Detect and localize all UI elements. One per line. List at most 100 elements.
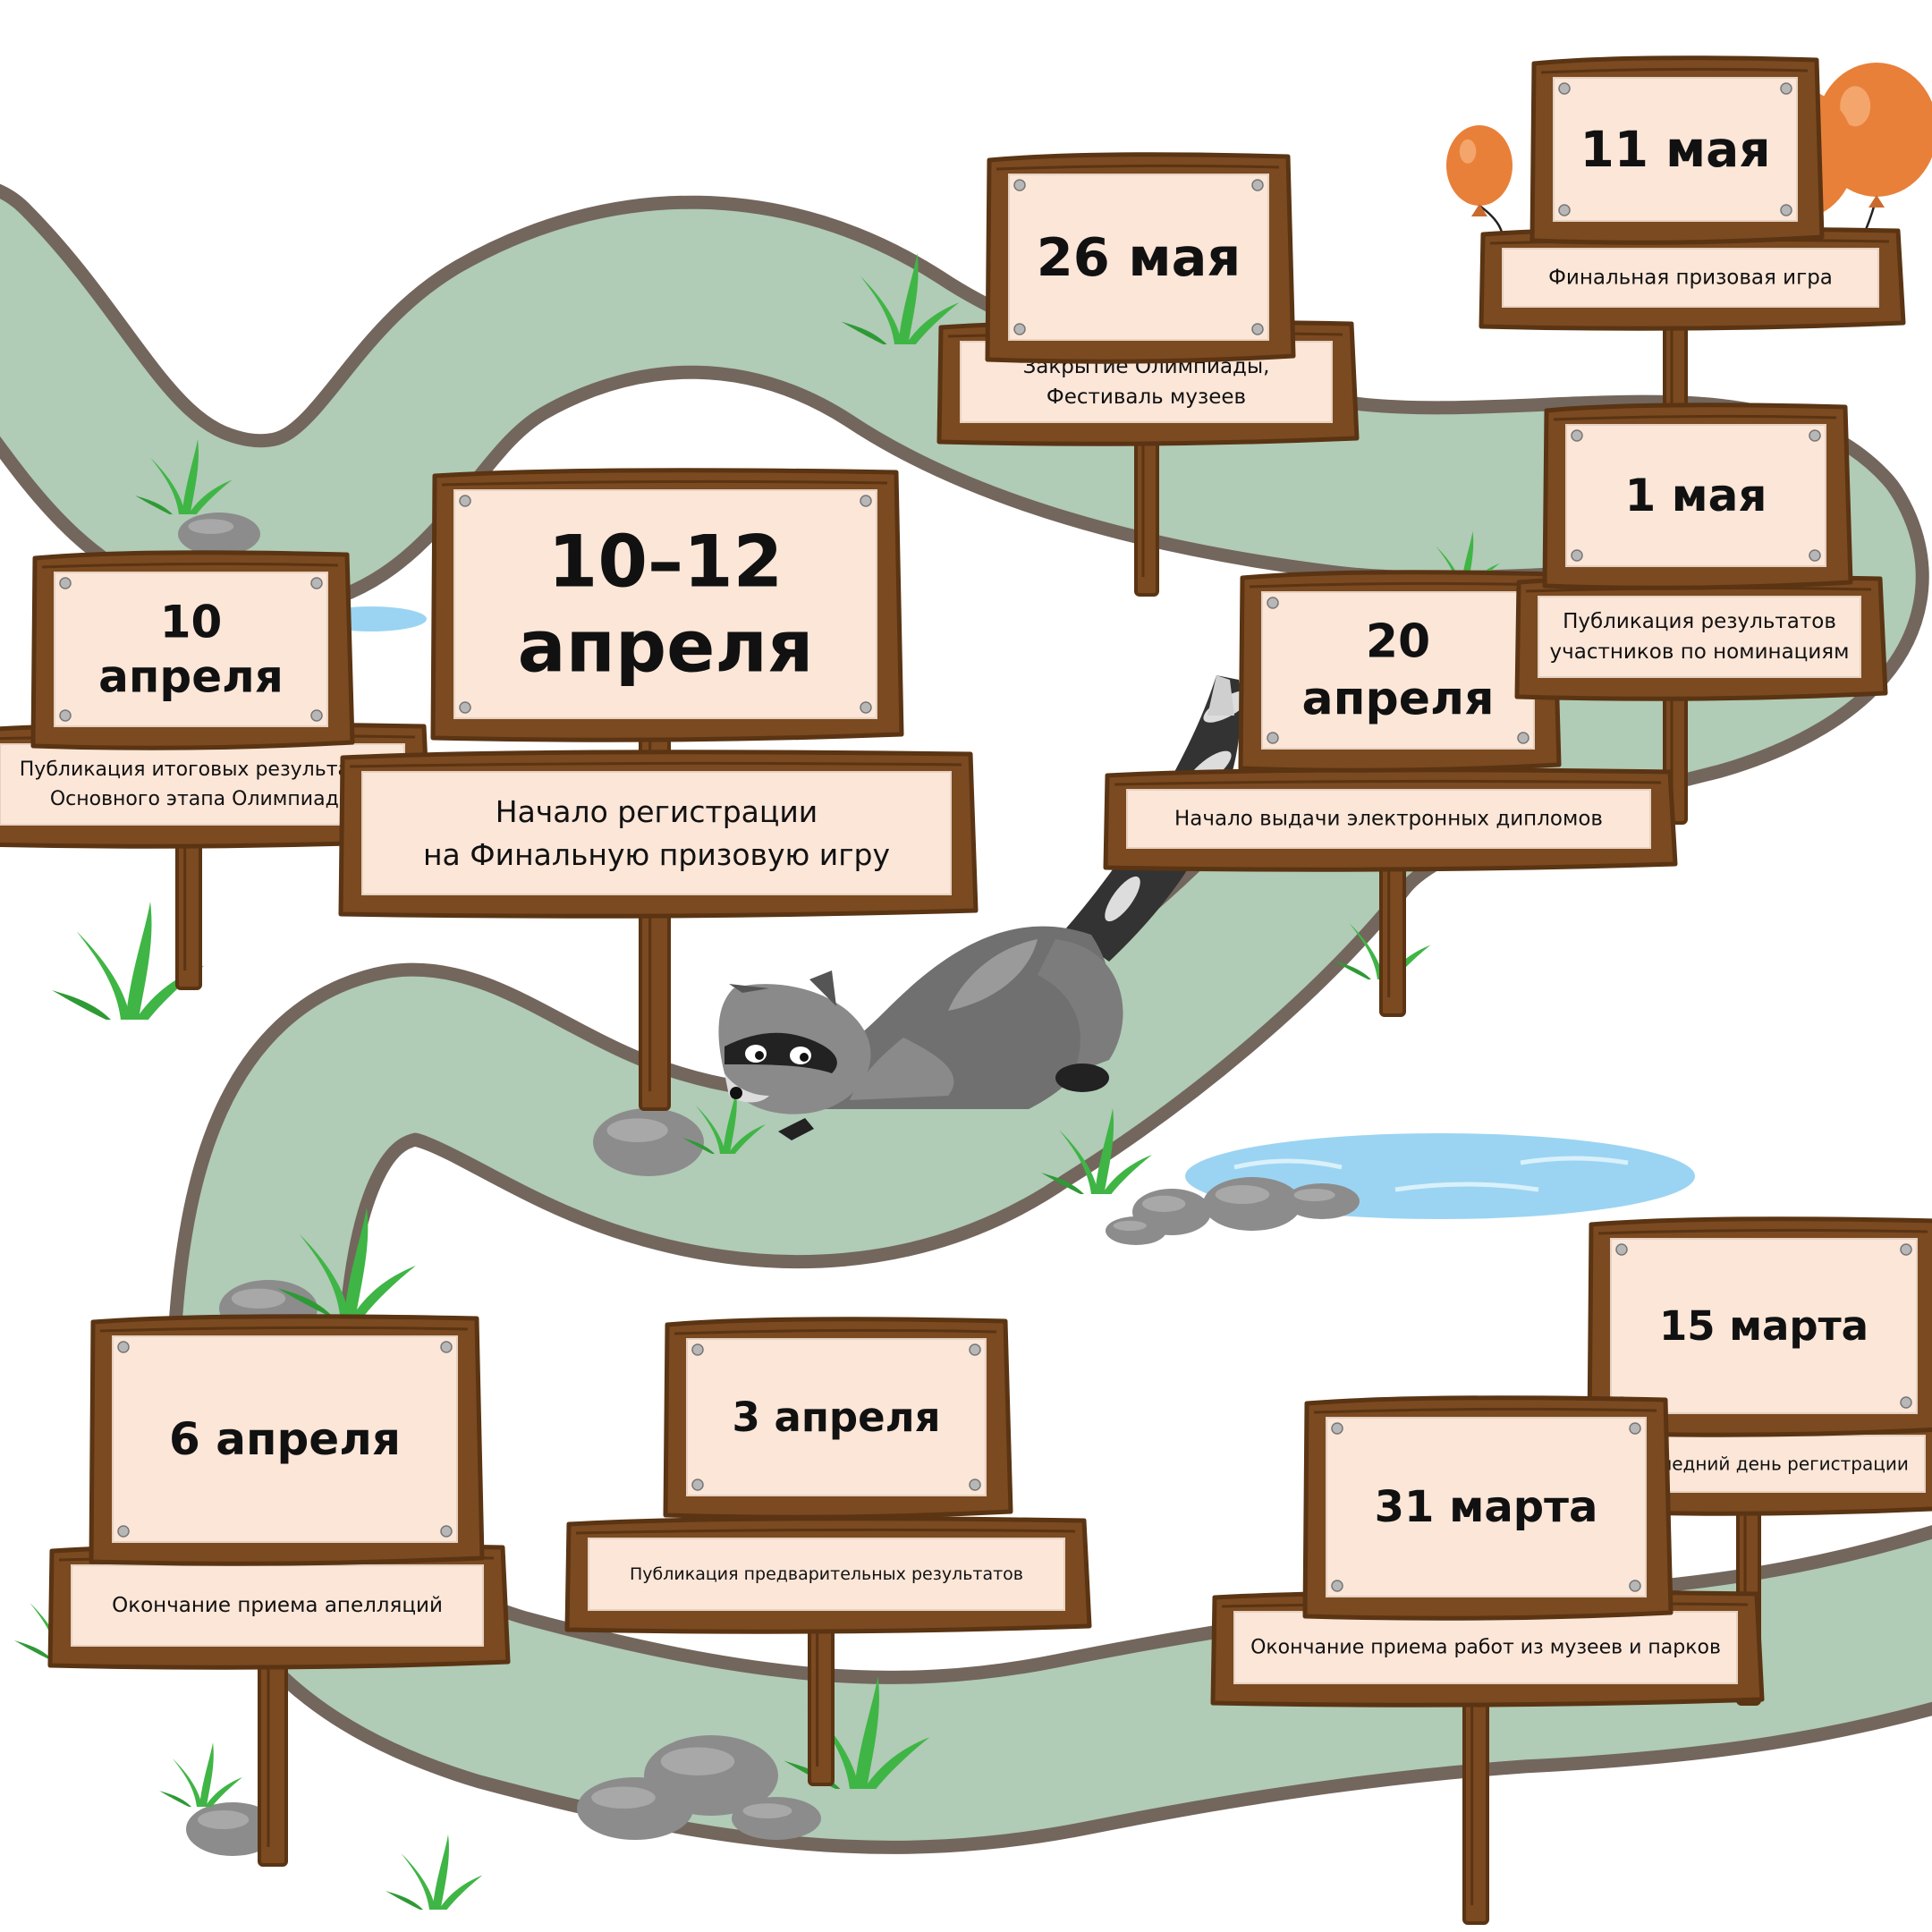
- balloon-knot: [1868, 195, 1885, 208]
- nail: [1571, 549, 1583, 562]
- nail: [59, 577, 72, 589]
- caption-text: Основного этапа Олимпиады: [50, 788, 354, 810]
- sign-plaque: [1261, 591, 1535, 750]
- nail: [1629, 1422, 1641, 1435]
- caption-text: Начало регистрации: [496, 794, 818, 829]
- nail: [1013, 323, 1026, 335]
- wood-grain: [1114, 779, 1662, 786]
- stone-highlight: [1113, 1220, 1147, 1231]
- nail: [1267, 732, 1279, 744]
- nail: [969, 1343, 981, 1356]
- date-text: 11 мая: [1580, 121, 1770, 178]
- stone-highlight: [1215, 1185, 1270, 1204]
- date-text: 20: [1366, 615, 1430, 669]
- sign-plaque: [1326, 1417, 1647, 1597]
- stone: [732, 1797, 821, 1840]
- nail: [1809, 549, 1821, 562]
- grass-tuft: [386, 1835, 483, 1910]
- wood-grain: [996, 164, 1280, 171]
- milestone-apr3: Публикация предварительных результатов3 …: [564, 1317, 1092, 1634]
- caption-text: участников по номинациям: [1550, 640, 1850, 664]
- wood-grain: [1540, 67, 1809, 74]
- stone-highlight: [1293, 1189, 1335, 1201]
- sign-plaque: [1565, 424, 1826, 567]
- stone-highlight: [1142, 1195, 1186, 1212]
- wood-grain: [674, 1328, 997, 1335]
- sign-plaque: [361, 771, 952, 895]
- stone: [178, 513, 260, 555]
- raccoon-tail-tip: [1208, 675, 1234, 716]
- nail: [1900, 1396, 1912, 1409]
- caption-sign: Начало выдачи электронных дипломов: [1103, 767, 1678, 872]
- balloon-knot: [1471, 204, 1487, 216]
- grass-tuft: [135, 439, 233, 514]
- wood-grain: [349, 761, 962, 768]
- wood-grain: [1553, 414, 1837, 421]
- caption-sign: Публикация результатов участников по номи…: [1514, 574, 1888, 701]
- wood-grain: [99, 1326, 469, 1333]
- raccoon-mask: [724, 1032, 837, 1073]
- nail: [1780, 204, 1792, 216]
- wood-grain: [1249, 581, 1546, 589]
- sign-plaque: [1553, 77, 1798, 222]
- stone: [593, 1108, 704, 1176]
- nail: [117, 1341, 130, 1353]
- decorations: [14, 253, 1695, 1910]
- raccoon-front-leg: [850, 1038, 954, 1100]
- grass-tuft: [841, 253, 960, 344]
- nail: [1558, 204, 1571, 216]
- caption-text: Публикация результатов: [1563, 610, 1836, 633]
- nail: [1251, 179, 1264, 191]
- stone: [1106, 1216, 1166, 1245]
- sign-plaque: [1610, 1238, 1918, 1414]
- date-sign: 1 мая: [1542, 402, 1853, 590]
- raccoon-body-highlight: [948, 939, 1038, 1011]
- grass-tuft: [682, 1089, 766, 1154]
- date-sign: 3 апреля: [663, 1317, 1013, 1520]
- date-text: 10: [160, 597, 223, 648]
- balloon-shine: [1840, 86, 1871, 127]
- wood-grain: [1597, 1228, 1928, 1235]
- wood-grain: [441, 479, 888, 487]
- nail: [1900, 1243, 1912, 1256]
- date-text: 1 мая: [1625, 470, 1767, 521]
- raccoon-ear: [729, 984, 769, 993]
- nail: [860, 495, 872, 507]
- nail: [1615, 1243, 1628, 1256]
- milestone-may1: Публикация результатов участников по номи…: [1514, 402, 1888, 701]
- balloon-shine: [1459, 139, 1477, 164]
- stone-highlight: [591, 1786, 656, 1809]
- stone-highlight: [742, 1803, 792, 1818]
- nail: [1809, 429, 1821, 442]
- wood-grain: [1313, 1407, 1657, 1414]
- sign-plaque: [71, 1564, 484, 1647]
- nail: [1331, 1422, 1343, 1435]
- stone-highlight: [231, 1288, 286, 1309]
- nail: [1013, 179, 1026, 191]
- nail: [1780, 82, 1792, 95]
- milestone-apr10: Публикация итоговых результатовОсновного…: [0, 550, 432, 849]
- raccoon-pupil: [755, 1051, 764, 1060]
- sign-plaque: [1538, 596, 1861, 678]
- stone-highlight: [198, 1810, 250, 1829]
- date-text: апреля: [1302, 673, 1495, 726]
- stone-highlight: [606, 1118, 668, 1142]
- date-sign: 6 апреля: [89, 1314, 485, 1566]
- raccoon-ear: [809, 970, 836, 1006]
- sign-plaque: [588, 1538, 1065, 1611]
- nail: [1558, 82, 1571, 95]
- sign-plaque: [1126, 789, 1651, 849]
- nail: [310, 577, 323, 589]
- date-text: 6 апреля: [169, 1413, 401, 1465]
- wood-grain: [575, 1528, 1076, 1535]
- caption-text: Публикация итоговых результатов: [20, 758, 385, 781]
- raccoon-hind-paw: [1055, 1063, 1109, 1092]
